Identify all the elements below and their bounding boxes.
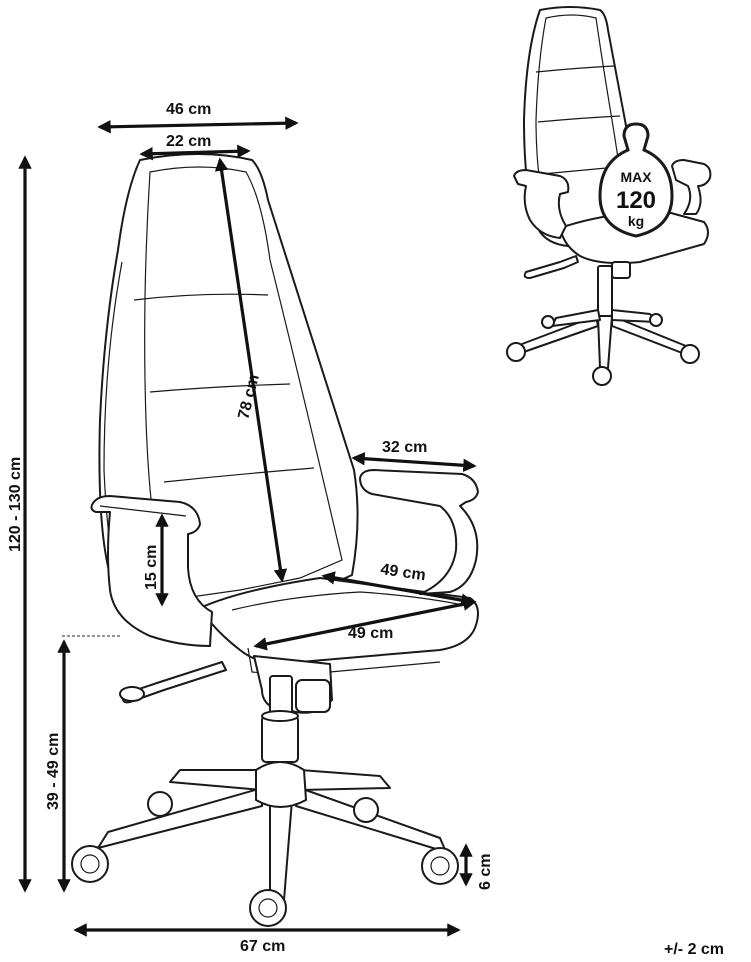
base-hub: [255, 761, 307, 808]
base-leg-right-back: [299, 769, 391, 791]
arrow-seat-width: [253, 597, 477, 651]
label-seat-depth: 49 cm: [379, 561, 426, 584]
lever-knob: [119, 686, 145, 702]
gas-lift-upper: [269, 675, 293, 717]
dimension-labels: 46 cm 22 cm 78 cm 120 - 130 cm 32 cm 15 …: [7, 101, 724, 958]
height-knob: [295, 679, 331, 713]
label-seat-height: 39 - 49 cm: [45, 733, 62, 810]
label-armrest-height: 15 cm: [143, 545, 160, 590]
gas-lift-collar: [261, 710, 299, 722]
small-caster-front: [592, 366, 612, 386]
armrest-left-pad: [99, 505, 187, 517]
small-seam-2: [537, 115, 621, 123]
small-seam-1: [535, 65, 615, 73]
base-leg-front: [269, 799, 293, 901]
small-caster-back-left: [541, 315, 555, 329]
small-caster-right: [680, 344, 700, 364]
base-leg-left-back: [169, 769, 263, 791]
label-seat-width: 49 cm: [348, 625, 393, 642]
caster-right: [421, 847, 459, 885]
small-lever: [523, 255, 579, 279]
caster-back-left: [147, 791, 173, 817]
label-caster-height: 6 cm: [477, 854, 494, 890]
small-caster-left: [506, 342, 526, 362]
small-armrest-right: [671, 159, 712, 215]
kettlebell-weight-icon: MAX 120 kg: [598, 122, 674, 238]
armrest-right: [359, 469, 479, 595]
label-width-top: 46 cm: [166, 101, 211, 118]
small-armrest-left: [513, 169, 570, 239]
kettlebell-shape: [598, 122, 674, 238]
arrow-width-top: [97, 116, 299, 134]
small-knob: [611, 261, 631, 279]
label-width-headrest: 22 cm: [166, 133, 211, 150]
weight-unit: kg: [628, 213, 644, 229]
arrow-width-headrest: [139, 144, 251, 161]
caster-front: [249, 889, 287, 927]
base-leg-left-front: [97, 787, 263, 849]
weight-max: MAX: [620, 169, 652, 185]
small-caster-back-right: [649, 313, 663, 327]
label-armrest-depth: 32 cm: [382, 439, 427, 456]
caster-left: [71, 845, 109, 883]
caster-back-right: [353, 797, 379, 823]
armrest-left: [90, 495, 213, 647]
weight-value: 120: [616, 187, 656, 214]
tolerance-note: +/- 2 cm: [664, 941, 724, 958]
dimension-lines: [18, 116, 477, 937]
small-leg-front: [597, 315, 613, 369]
small-gas-lift: [597, 265, 613, 317]
label-total-height: 120 - 130 cm: [7, 457, 24, 552]
label-base-diameter: 67 cm: [240, 938, 285, 955]
arrow-armrest-depth: [351, 452, 477, 472]
gas-lift-lower: [261, 715, 299, 763]
arrow-backrest-height: [214, 157, 288, 583]
